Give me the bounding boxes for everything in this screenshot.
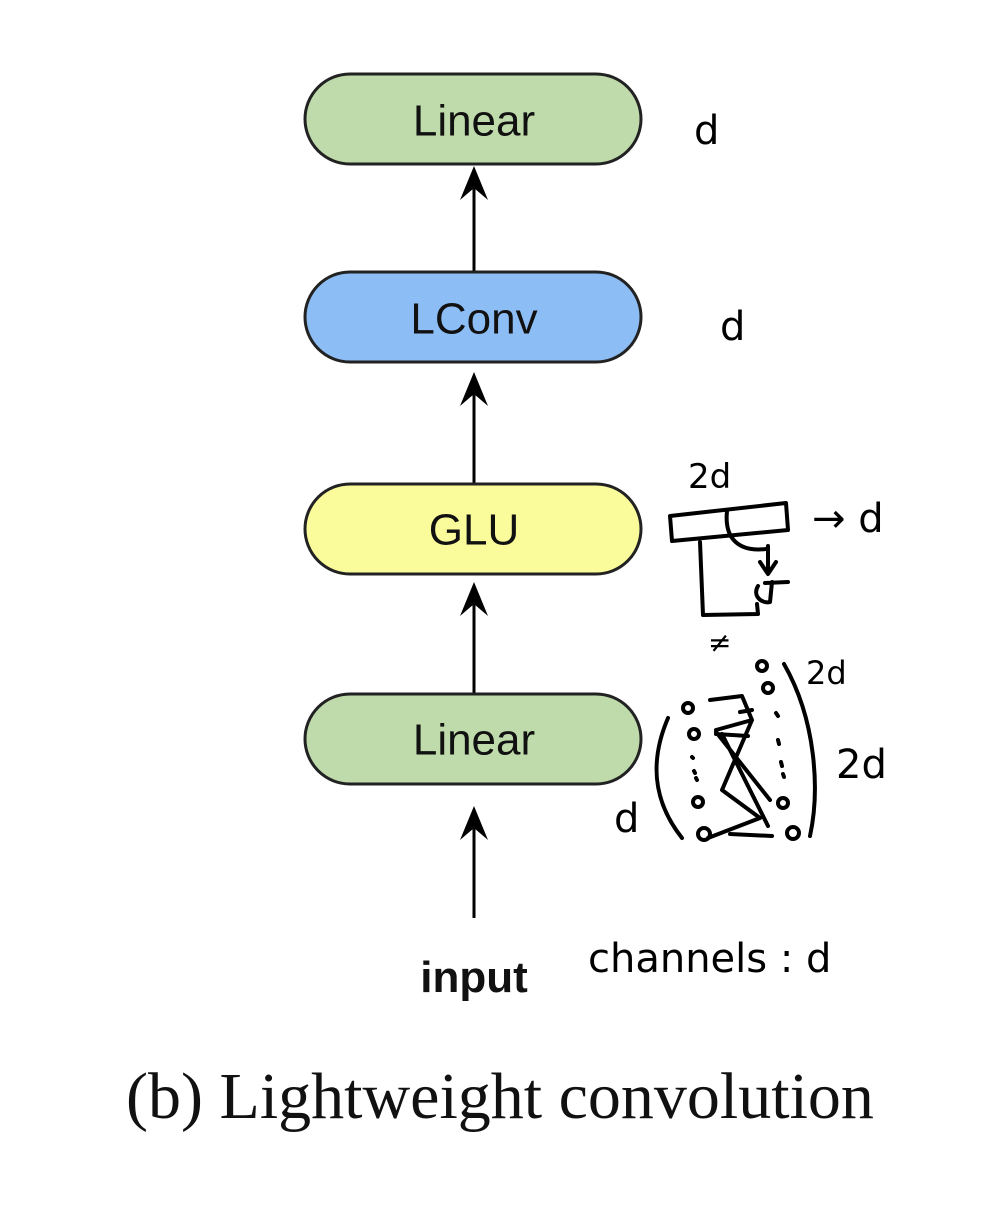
figure-caption: (b) Lightweight convolution xyxy=(126,1060,874,1133)
linear-sketch-top-label: 2d xyxy=(806,654,847,692)
input-label: input xyxy=(420,953,528,1002)
arrow-linear-to-glu xyxy=(460,582,488,700)
arrow-glu-to-lconv xyxy=(460,372,488,484)
linear-top-annotation: d xyxy=(694,108,719,154)
input-channels-annotation: channels : d xyxy=(588,936,831,982)
linear-sketch-left-label: d xyxy=(614,796,639,842)
arrow-input-to-linear xyxy=(460,806,488,918)
glu-split-sketch: 2d ≠ → d xyxy=(668,457,884,659)
linear-top-label: Linear xyxy=(413,97,535,146)
lconv-label: LConv xyxy=(410,295,537,344)
linear-sketch-right-label: 2d xyxy=(836,742,887,788)
glu-label: GLU xyxy=(429,506,519,555)
glu-sketch-output-label: → d xyxy=(812,496,884,542)
glu-block: GLU xyxy=(303,482,643,576)
lconv-block: LConv xyxy=(303,270,643,364)
linear-top-block: Linear xyxy=(303,72,643,166)
glu-sketch-mark: ≠ xyxy=(708,626,731,659)
lconv-annotation: d xyxy=(720,304,745,350)
linear-projection-sketch: d 2d 2d xyxy=(614,654,887,842)
arrow-lconv-to-linear xyxy=(460,166,488,272)
linear-bottom-block: Linear xyxy=(303,692,643,786)
glu-sketch-top-label: 2d xyxy=(688,457,731,497)
linear-bottom-label: Linear xyxy=(413,716,535,765)
